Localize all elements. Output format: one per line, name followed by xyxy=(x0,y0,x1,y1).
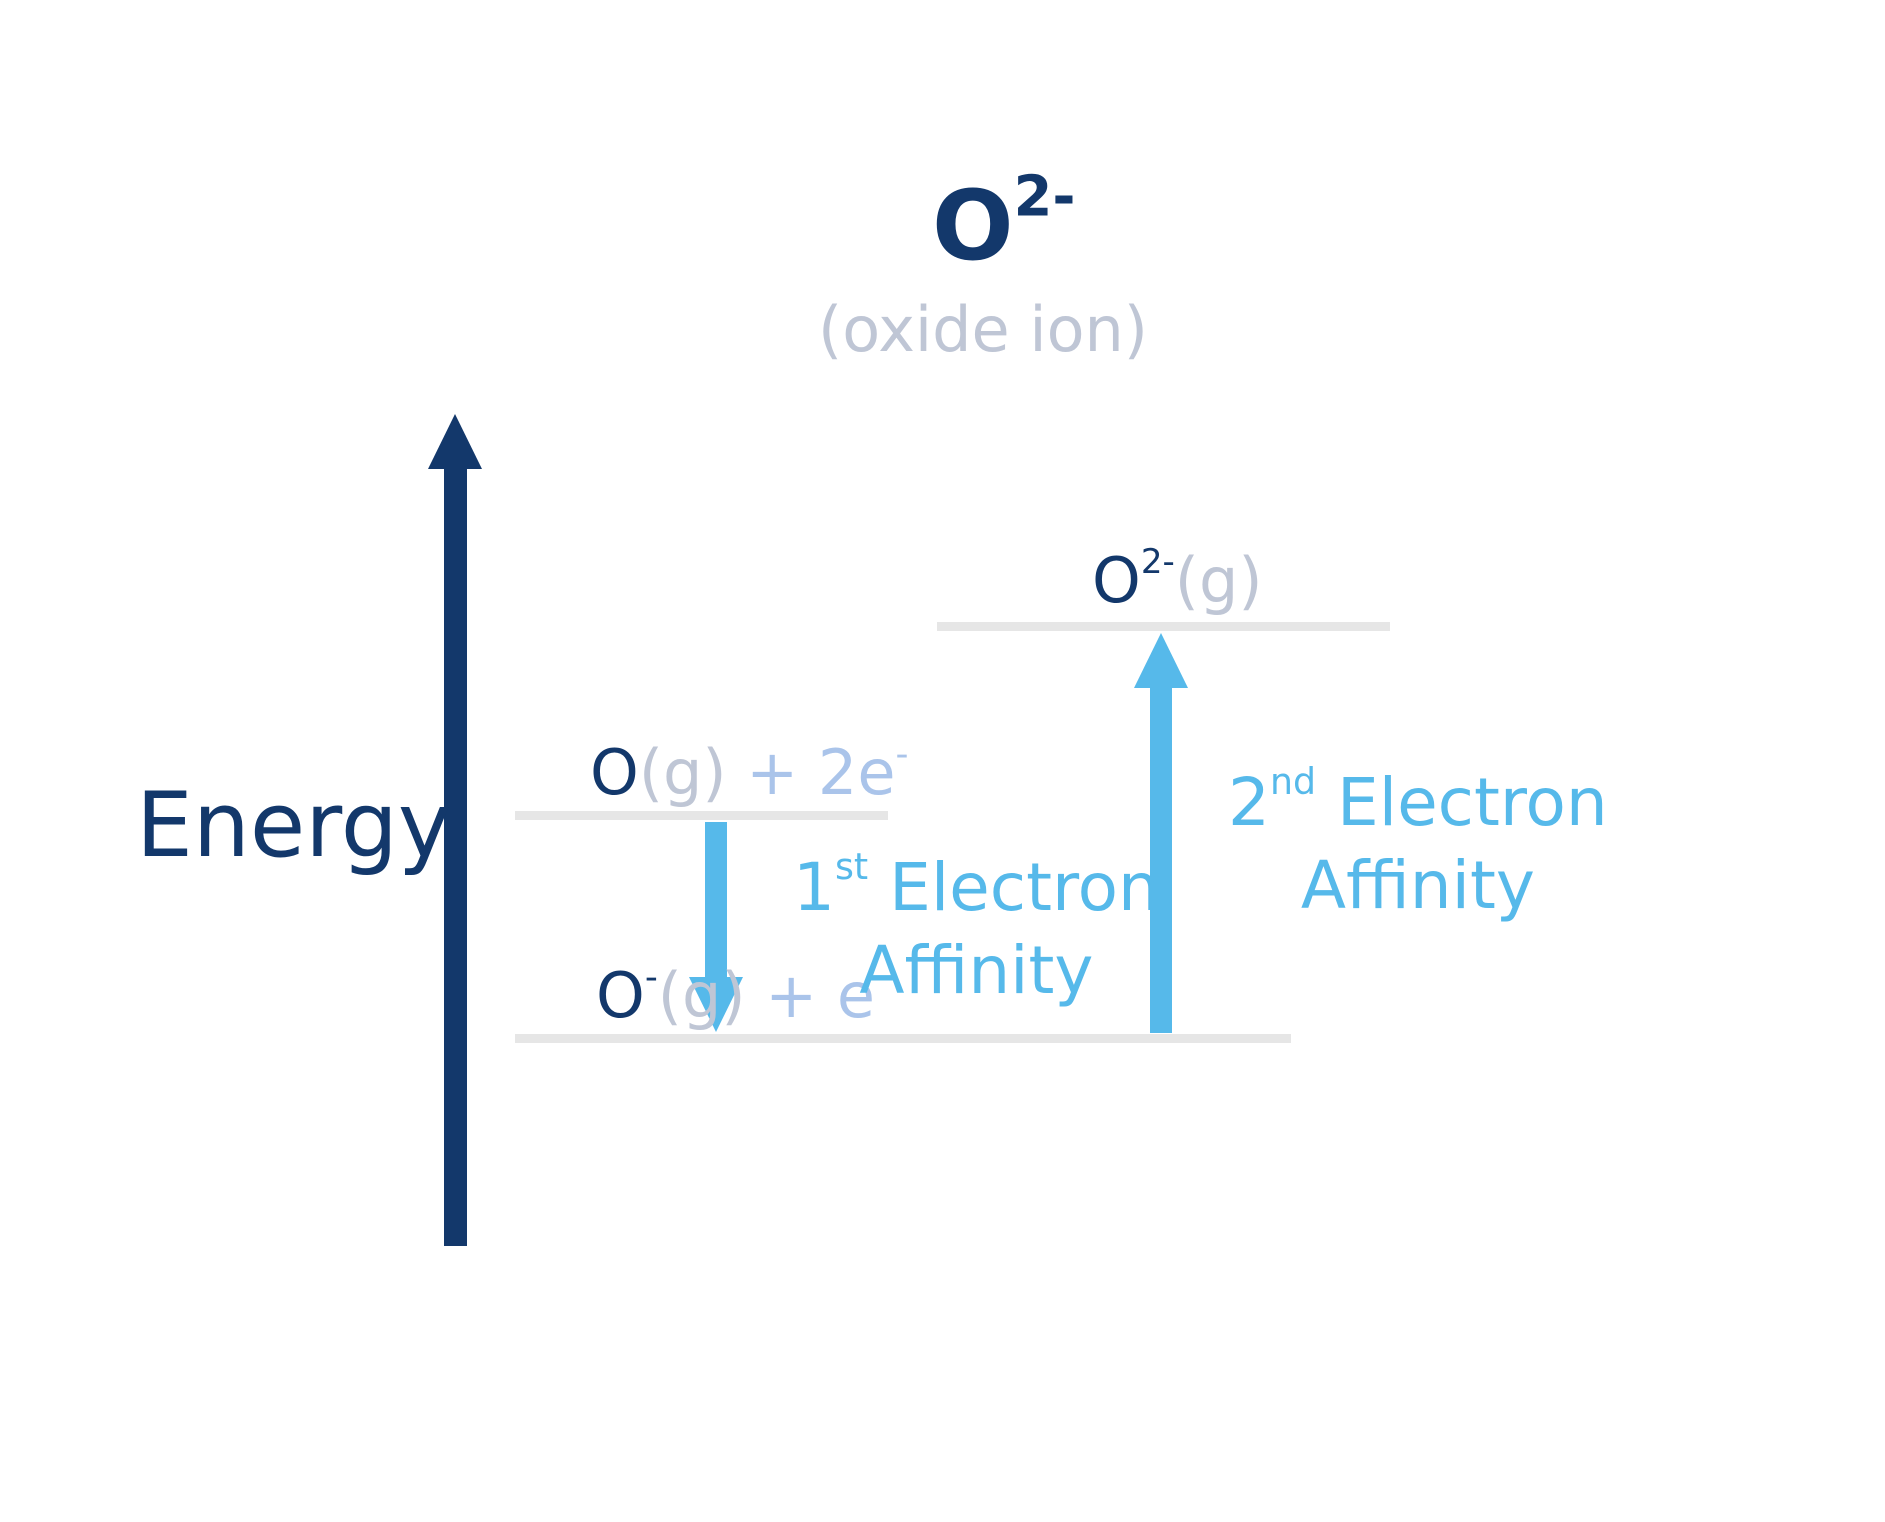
energy-axis-arrowhead xyxy=(428,414,482,469)
level-lower-state: (g) xyxy=(657,959,746,1032)
title-charge: 2- xyxy=(1013,164,1076,230)
second-affinity-arrow-head xyxy=(1134,633,1188,688)
second-affinity-word: Electron xyxy=(1316,764,1608,841)
level-lower-charge: - xyxy=(644,956,658,998)
level-line-lower xyxy=(515,1034,1291,1043)
first-affinity-word: Electron xyxy=(868,849,1160,926)
level-label-top: O2-(g) xyxy=(1092,545,1263,612)
first-affinity-line1: 1st Electron xyxy=(793,847,1160,930)
first-affinity-arrow-head xyxy=(689,977,743,1032)
level-label-lower: O-(g) + e- xyxy=(596,959,888,1027)
level-label-middle: O(g) + 2e- xyxy=(590,736,909,804)
title-oxide-ion: O2- xyxy=(932,169,1075,274)
level-top-state: (g) xyxy=(1174,544,1263,617)
level-lower-species: O xyxy=(596,959,645,1032)
first-affinity-suffix: st xyxy=(835,845,869,889)
level-middle-electron-charge: - xyxy=(895,733,909,775)
second-affinity-suffix: nd xyxy=(1270,760,1317,804)
subtitle: (oxide ion) xyxy=(818,293,1148,366)
second-affinity-ordinal: 2 xyxy=(1228,764,1270,841)
level-lower-electron-charge: - xyxy=(875,956,889,998)
level-line-top xyxy=(937,622,1390,631)
level-top-charge: 2- xyxy=(1140,542,1175,583)
second-affinity-line1: 2nd Electron xyxy=(1228,762,1608,845)
level-middle-electrons: + 2e xyxy=(726,736,896,809)
energy-axis-shaft xyxy=(444,468,467,1246)
level-line-middle xyxy=(515,811,888,820)
level-middle-state: (g) xyxy=(638,736,727,809)
energy-axis-label: Energy xyxy=(136,773,452,878)
first-affinity-arrow-shaft xyxy=(705,822,727,980)
level-middle-species: O xyxy=(590,736,639,809)
title-symbol: O xyxy=(932,170,1014,282)
first-affinity-line2: Affinity xyxy=(859,931,1094,1009)
level-top-species: O xyxy=(1092,544,1141,617)
level-lower-electron: + e xyxy=(745,959,876,1032)
first-affinity-ordinal: 1 xyxy=(793,849,835,926)
second-affinity-line2: Affinity xyxy=(1300,846,1535,924)
second-affinity-arrow-shaft xyxy=(1150,686,1172,1033)
